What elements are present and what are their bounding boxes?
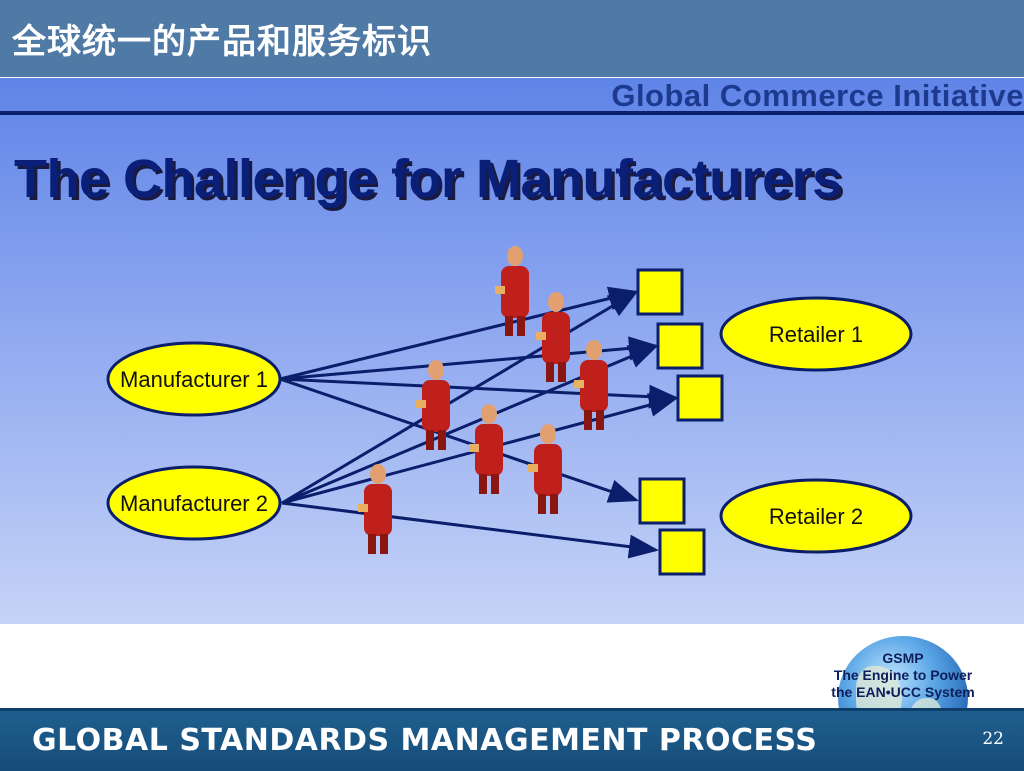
footer-bar: GLOBAL STANDARDS MANAGEMENT PROCESS 22	[0, 708, 1024, 771]
challenge-heading: The Challenge for Manufacturers	[14, 149, 842, 209]
figures	[358, 246, 608, 554]
slide-image: Global Commerce Initiative The Challenge…	[0, 77, 1024, 624]
person-figure	[358, 464, 392, 554]
slide-title: 全球统一的产品和服务标识	[12, 22, 432, 62]
manufacturer-2-node: Manufacturer 2	[106, 465, 282, 541]
product-box	[658, 528, 706, 576]
person-figure	[528, 424, 562, 514]
gsmp-logo-line3: the EAN•UCC System	[831, 684, 975, 700]
retailer-1-label: Retailer 1	[769, 322, 863, 347]
gsmp-logo-line2: The Engine to Power	[833, 667, 973, 683]
flow-diagram: Manufacturer 1 Manufacturer 2 Retailer 1…	[106, 246, 913, 576]
banner-rule	[0, 111, 1024, 115]
product-box	[636, 268, 684, 316]
product-box	[638, 477, 686, 525]
person-figure	[495, 246, 529, 336]
retailer-2-label: Retailer 2	[769, 504, 863, 529]
manufacturer-2-label: Manufacturer 2	[120, 491, 268, 516]
person-figure	[574, 340, 608, 430]
title-bar: 全球统一的产品和服务标识	[0, 0, 1024, 77]
arrows-manufacturer-1	[279, 286, 679, 503]
page-number: 22	[982, 729, 1004, 749]
retailer-2-node: Retailer 2	[719, 478, 913, 554]
gci-banner-text: Global Commerce Initiative	[611, 78, 1024, 113]
gsmp-logo-line1: GSMP	[882, 650, 924, 666]
manufacturer-1-label: Manufacturer 1	[120, 367, 268, 392]
retailer-1-node: Retailer 1	[719, 296, 913, 372]
person-figure	[536, 292, 570, 382]
person-figure	[416, 360, 450, 450]
gsmp-logo-text: GSMP The Engine to Power the EAN•UCC Sys…	[806, 650, 1000, 701]
footer-title: GLOBAL STANDARDS MANAGEMENT PROCESS	[32, 723, 818, 758]
person-figure	[469, 404, 503, 494]
product-box	[656, 322, 704, 370]
product-boxes	[636, 268, 724, 576]
manufacturer-1-node: Manufacturer 1	[106, 341, 282, 417]
product-box	[676, 374, 724, 422]
